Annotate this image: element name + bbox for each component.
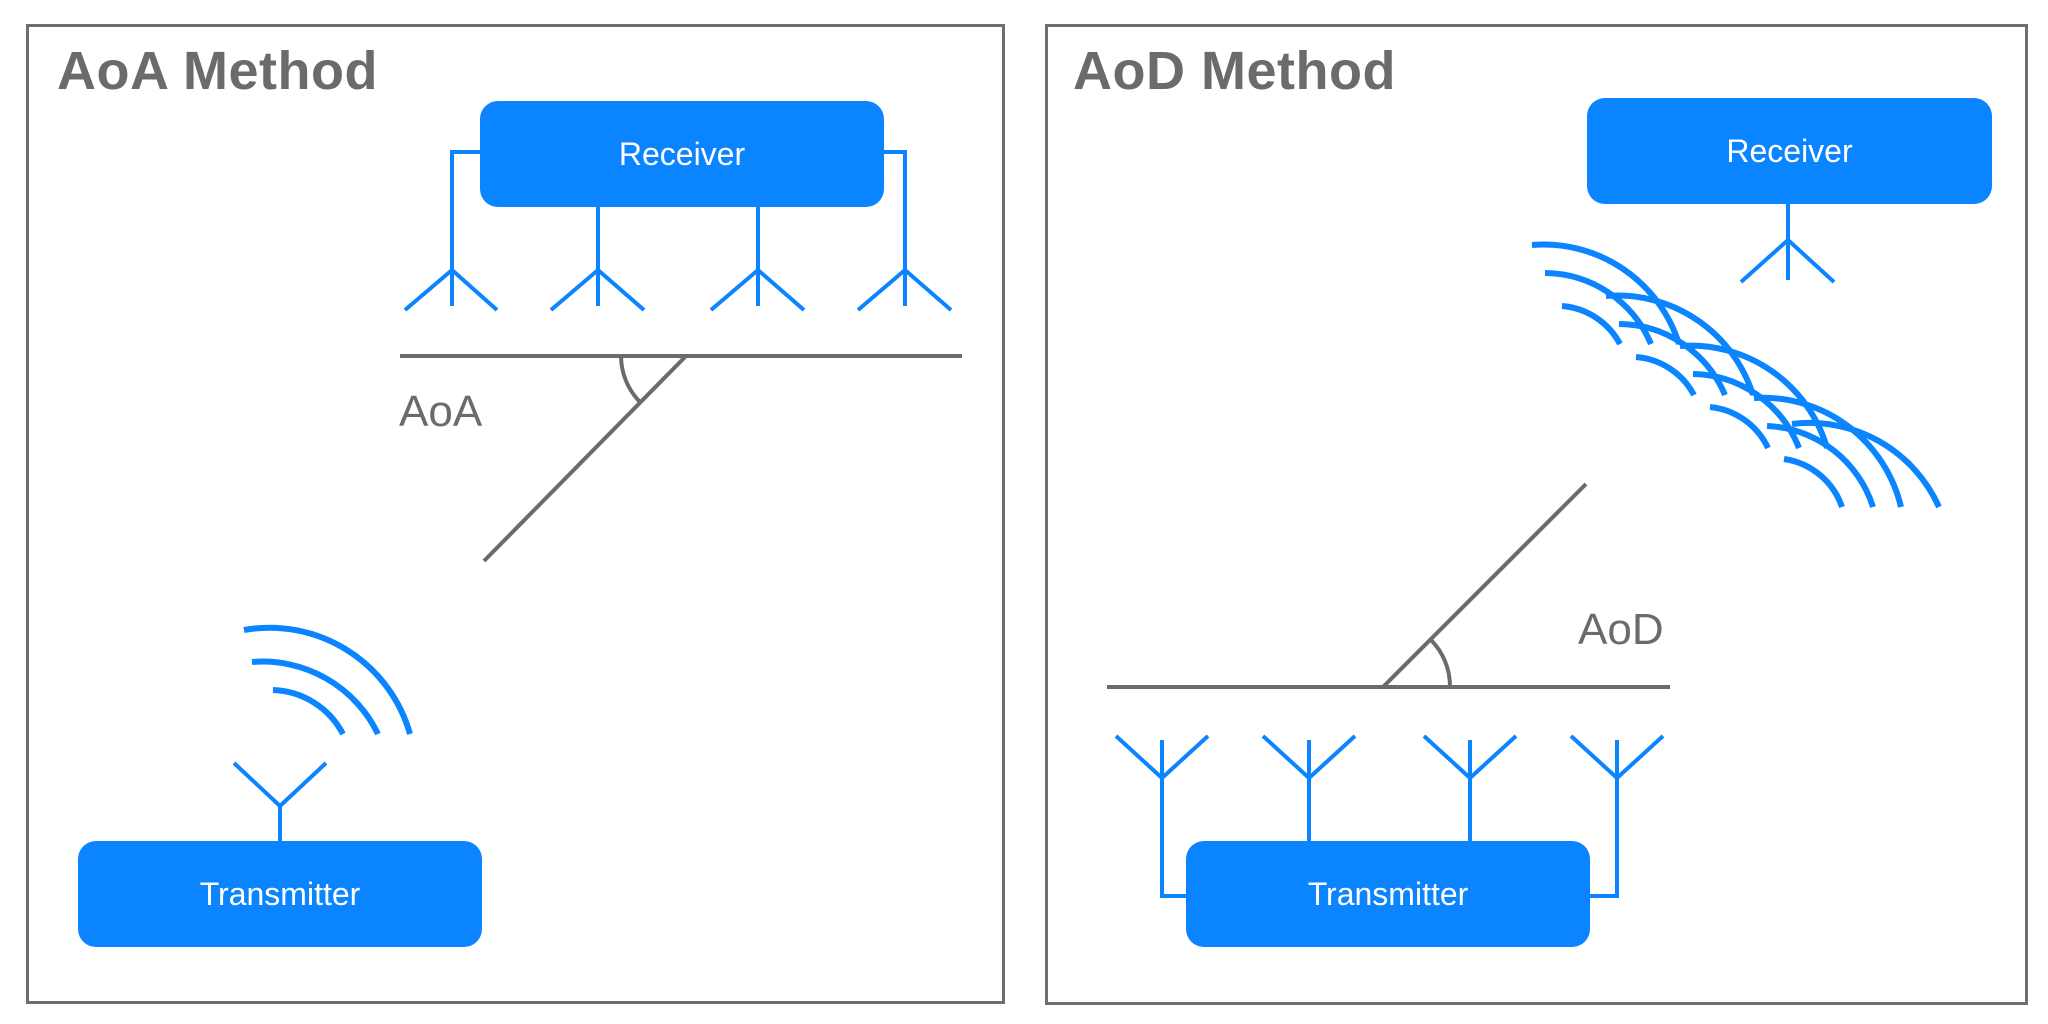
receiver-label: Receiver <box>1726 132 1853 169</box>
antenna-icon <box>856 268 953 312</box>
aod-receiver-antenna <box>1739 204 1836 284</box>
aoa-receiver-box: Receiver <box>480 101 884 207</box>
aoa-angle-label: AoA <box>399 387 483 436</box>
angle-arc-icon <box>619 355 642 404</box>
feed-line <box>880 150 907 306</box>
angle-arc-icon <box>1429 638 1453 688</box>
aod-angle-lines <box>1107 482 1670 689</box>
antenna-icon <box>1739 238 1836 284</box>
antenna-icon <box>403 268 499 312</box>
antenna-icon <box>709 268 806 312</box>
feed-line <box>450 150 484 306</box>
direction-line <box>482 354 688 563</box>
aod-transmitter-box: Transmitter <box>1186 841 1590 947</box>
aod-receiver-box: Receiver <box>1587 98 1992 204</box>
antenna-icon <box>1261 734 1357 780</box>
feed-line <box>1160 740 1187 898</box>
aod-signal-waves <box>1531 241 1942 509</box>
antenna-icon <box>1569 734 1665 780</box>
feed-line <box>1589 740 1619 898</box>
transmitter-label: Transmitter <box>1307 875 1469 912</box>
direction-line <box>1381 482 1588 689</box>
aoa-angle-lines <box>400 354 962 563</box>
antenna-icon <box>549 268 646 312</box>
aod-transmitter-antenna-array <box>1114 734 1665 898</box>
aoa-transmitter-box: Transmitter <box>78 841 482 947</box>
antenna-icon <box>1114 734 1210 780</box>
signal-waves-icon <box>243 624 413 736</box>
transmitter-label: Transmitter <box>199 875 361 912</box>
receiver-label: Receiver <box>618 135 746 172</box>
aoa-transmitter-antenna <box>232 761 328 842</box>
antenna-icon <box>232 761 328 808</box>
signal-waves-icon <box>1791 419 1942 509</box>
aod-angle-label: AoD <box>1578 605 1664 654</box>
aod-panel-title: AoD Method <box>1073 41 1396 101</box>
antenna-icon <box>1422 734 1518 780</box>
aoa-panel-title: AoA Method <box>57 41 378 101</box>
aoa-receiver-antenna-array <box>403 150 953 312</box>
